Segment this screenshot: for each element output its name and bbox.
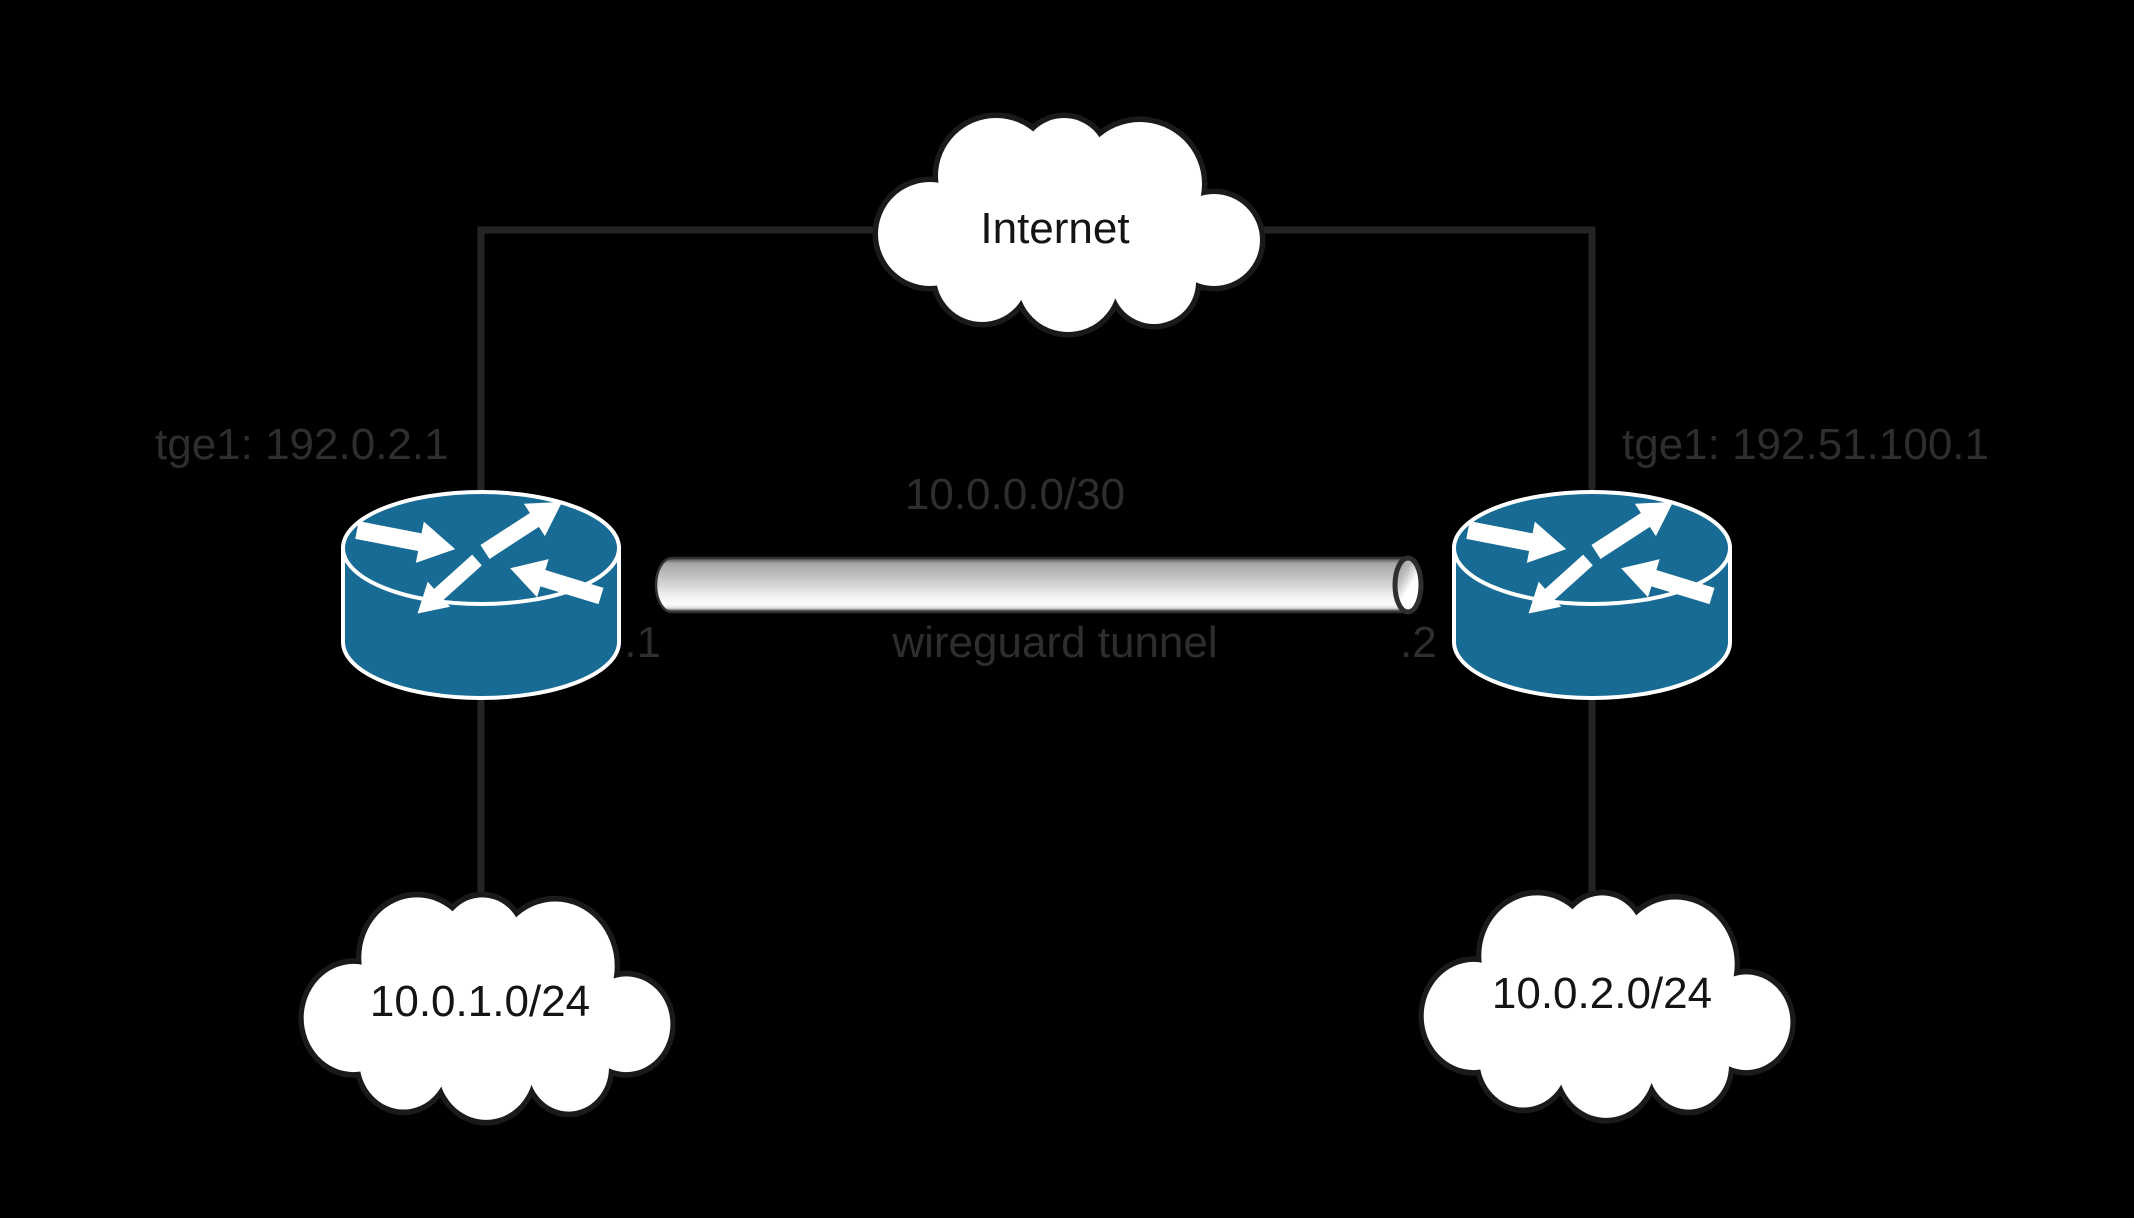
- router-icon-left: [341, 483, 621, 700]
- tunnel-subnet-label: 10.0.0.0/30: [905, 470, 1125, 519]
- tunnel-name-label: wireguard tunnel: [891, 618, 1217, 667]
- interface-label-left: tge1: 192.0.2.1: [155, 420, 449, 469]
- lan-label-right: 10.0.2.0/24: [1492, 969, 1712, 1018]
- lan-label-left: 10.0.1.0/24: [370, 977, 590, 1026]
- router-icon-right: [1452, 483, 1732, 700]
- tunnel-mouth: [1392, 555, 1424, 615]
- tunnel-ip-right-label: .2: [1400, 618, 1437, 667]
- wireguard-tunnel-pipe: [654, 555, 1424, 615]
- interface-label-right: tge1: 192.51.100.1: [1622, 420, 1989, 469]
- internet-label: Internet: [980, 204, 1129, 253]
- tunnel-ip-left-label: .1: [624, 618, 661, 667]
